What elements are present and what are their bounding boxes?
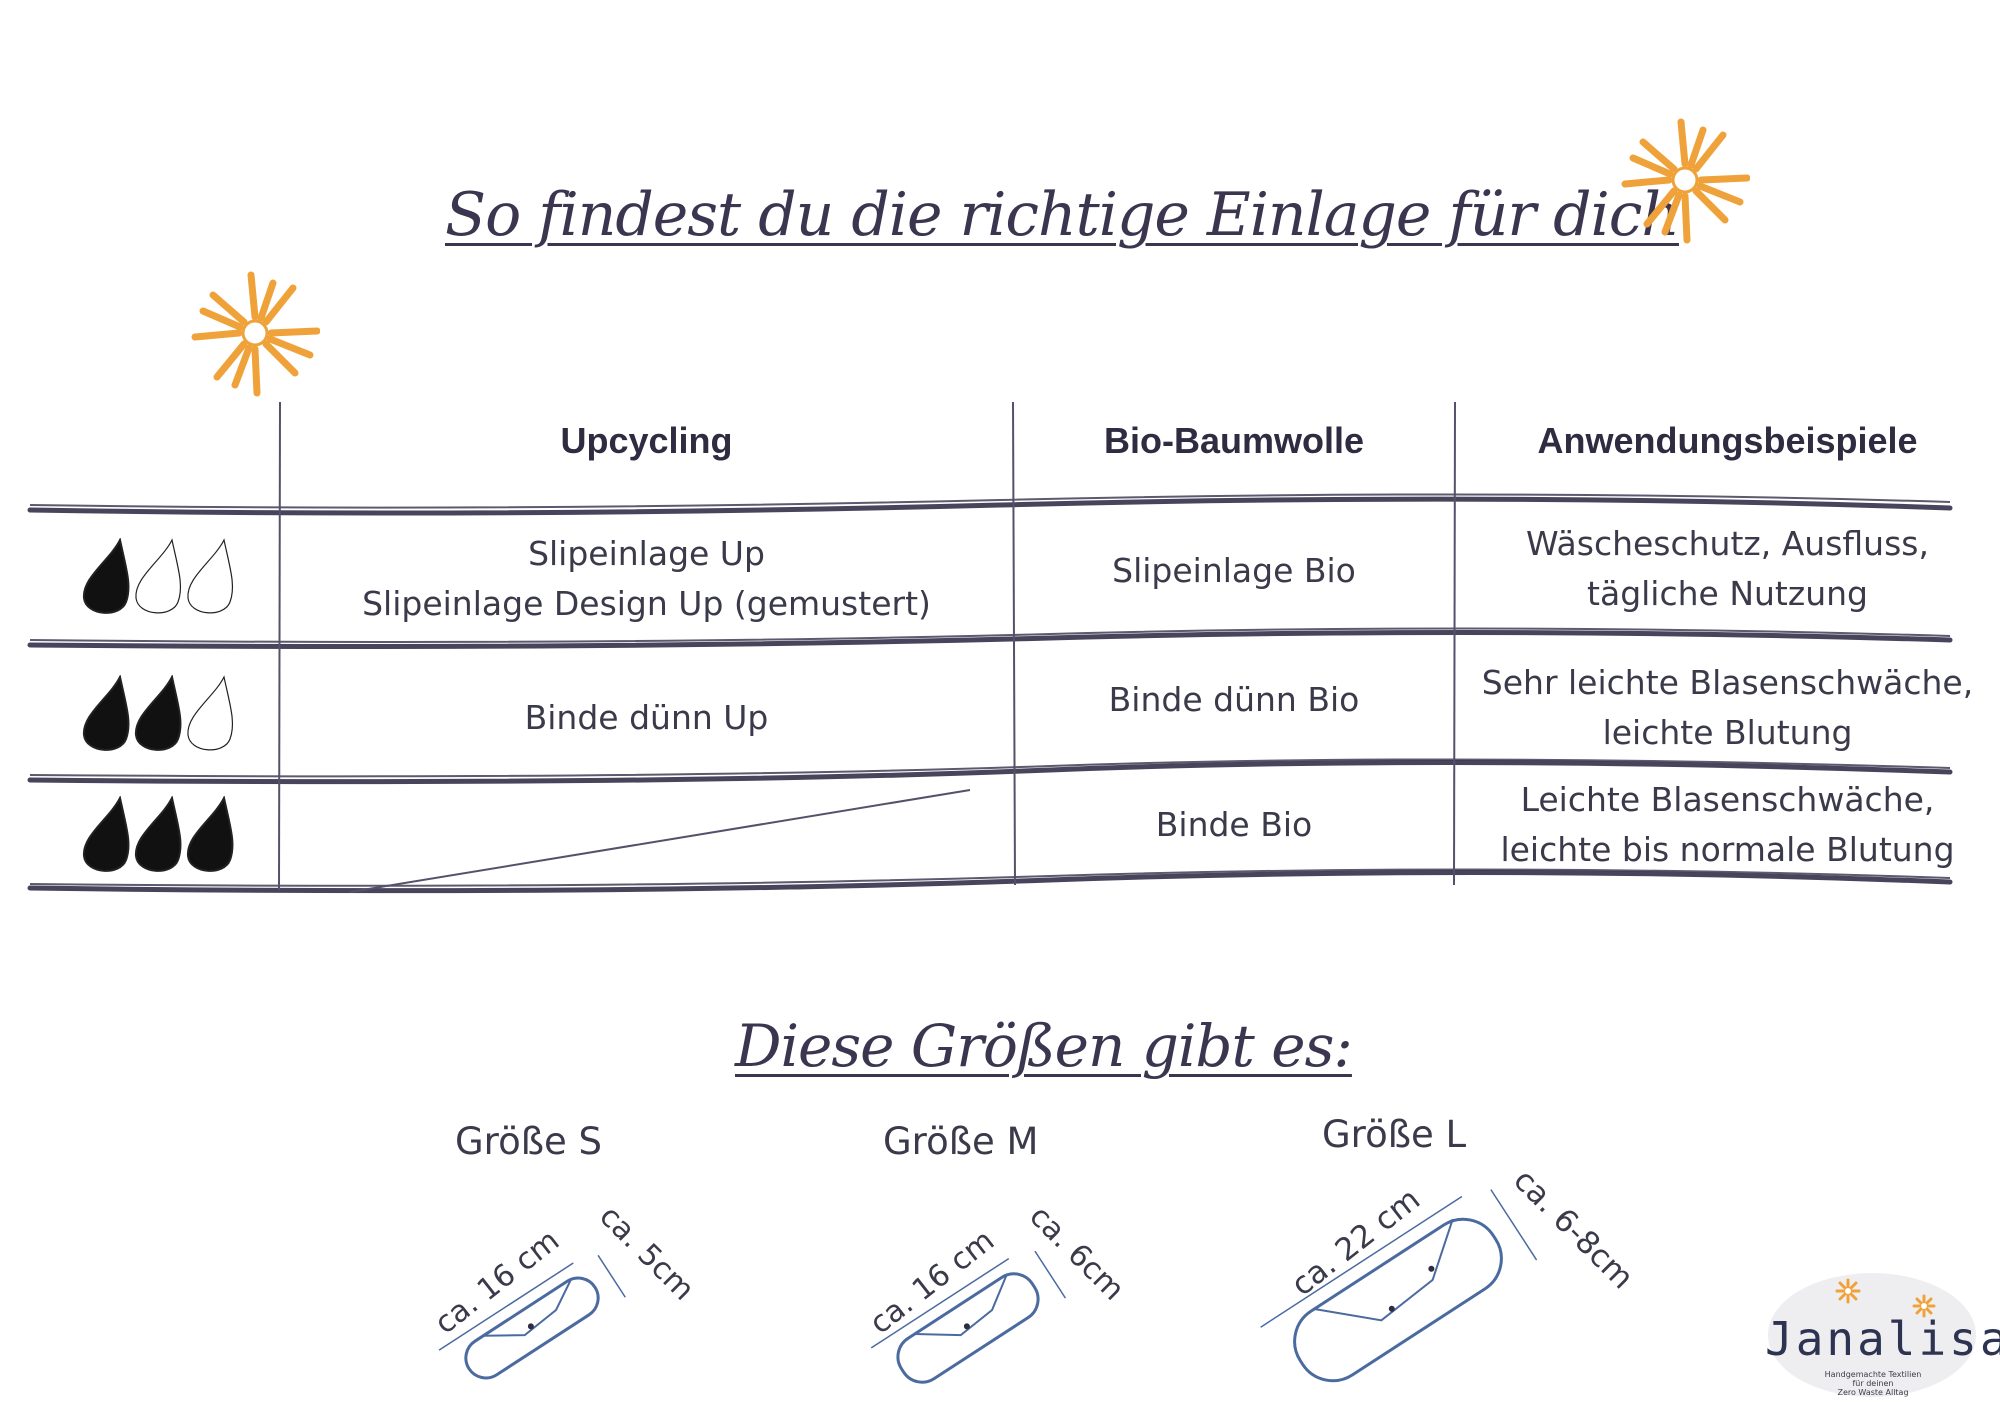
row1-upcycling: Slipeinlage Up Slipeinlage Design Up (ge… xyxy=(280,529,1013,629)
row3-usage: Leichte Blasenschwäche, leichte bis norm… xyxy=(1455,775,2000,875)
drop-filled-icon xyxy=(186,796,234,872)
drop-empty-icon xyxy=(187,538,234,614)
header-bio: Bio-Baumwolle xyxy=(1103,420,1364,461)
size-m-label: Größe M xyxy=(883,1120,1039,1163)
sun-icon xyxy=(191,271,320,397)
tagline-line: für deinen xyxy=(1852,1379,1894,1388)
drop-empty-icon xyxy=(187,675,234,751)
size-l-label: Größe L xyxy=(1322,1113,1467,1156)
logo-background xyxy=(1768,1273,1976,1397)
tagline-line: Handgemachte Textilien xyxy=(1824,1370,1922,1379)
cell-line: tägliche Nutzung xyxy=(1587,574,1868,613)
size-s-width: ca. 5cm xyxy=(592,1199,701,1308)
size-m-width: ca. 6cm xyxy=(1022,1199,1131,1308)
header-upcycling: Upcycling xyxy=(560,420,733,461)
cell-line: Sehr leichte Blasenschwäche, xyxy=(1481,663,1974,702)
sizes-title: Diese Größen gibt es: xyxy=(735,1012,1353,1080)
brand-logo: Janalisan Handgemachte Textilien für dei… xyxy=(1763,1270,2000,1400)
drop-empty-icon xyxy=(135,538,182,614)
cell-line: leichte bis normale Blutung xyxy=(1500,830,1955,869)
logo-tagline: Handgemachte Textilien für deinen Zero W… xyxy=(1803,1370,1943,1397)
size-s-label: Größe S xyxy=(455,1120,603,1163)
sun-icon xyxy=(1621,118,1750,244)
cell-line: Leichte Blasenschwäche, xyxy=(1520,780,1935,819)
row1-bio: Slipeinlage Bio xyxy=(1112,551,1356,590)
drops-rating-icon xyxy=(82,538,234,614)
drop-filled-icon xyxy=(134,675,182,751)
drops-rating-icon xyxy=(82,675,234,751)
size-l-width: ca. 6-8cm xyxy=(1506,1162,1640,1296)
size-l-length: ca. 22 cm xyxy=(1285,1181,1427,1303)
size-s-length: ca. 16 cm xyxy=(428,1223,566,1341)
logo-name: Janalisan xyxy=(1765,1312,2000,1366)
drop-filled-icon xyxy=(82,675,130,751)
cell-line: leichte Blutung xyxy=(1602,713,1853,752)
drops-rating-icon xyxy=(82,796,234,872)
row2-bio: Binde dünn Bio xyxy=(1108,680,1360,719)
header-usage: Anwendungsbeispiele xyxy=(1537,420,1918,461)
cell-line: Slipeinlage Design Up (gemustert) xyxy=(362,584,931,623)
drop-filled-icon xyxy=(82,796,130,872)
drop-filled-icon xyxy=(134,796,182,872)
row3-bio: Binde Bio xyxy=(1155,805,1313,844)
page-title: So findest du die richtige Einlage für d… xyxy=(445,180,1680,250)
tagline-line: Zero Waste Alltag xyxy=(1837,1388,1909,1397)
cell-line: Slipeinlage Up xyxy=(528,534,765,573)
drop-filled-icon xyxy=(82,538,130,614)
row2-usage: Sehr leichte Blasenschwäche, leichte Blu… xyxy=(1455,658,2000,758)
cell-line: Wäscheschutz, Ausfluss, xyxy=(1526,524,1929,563)
row2-upcycling: Binde dünn Up xyxy=(524,698,769,737)
row1-usage: Wäscheschutz, Ausfluss, tägliche Nutzung xyxy=(1455,519,2000,619)
